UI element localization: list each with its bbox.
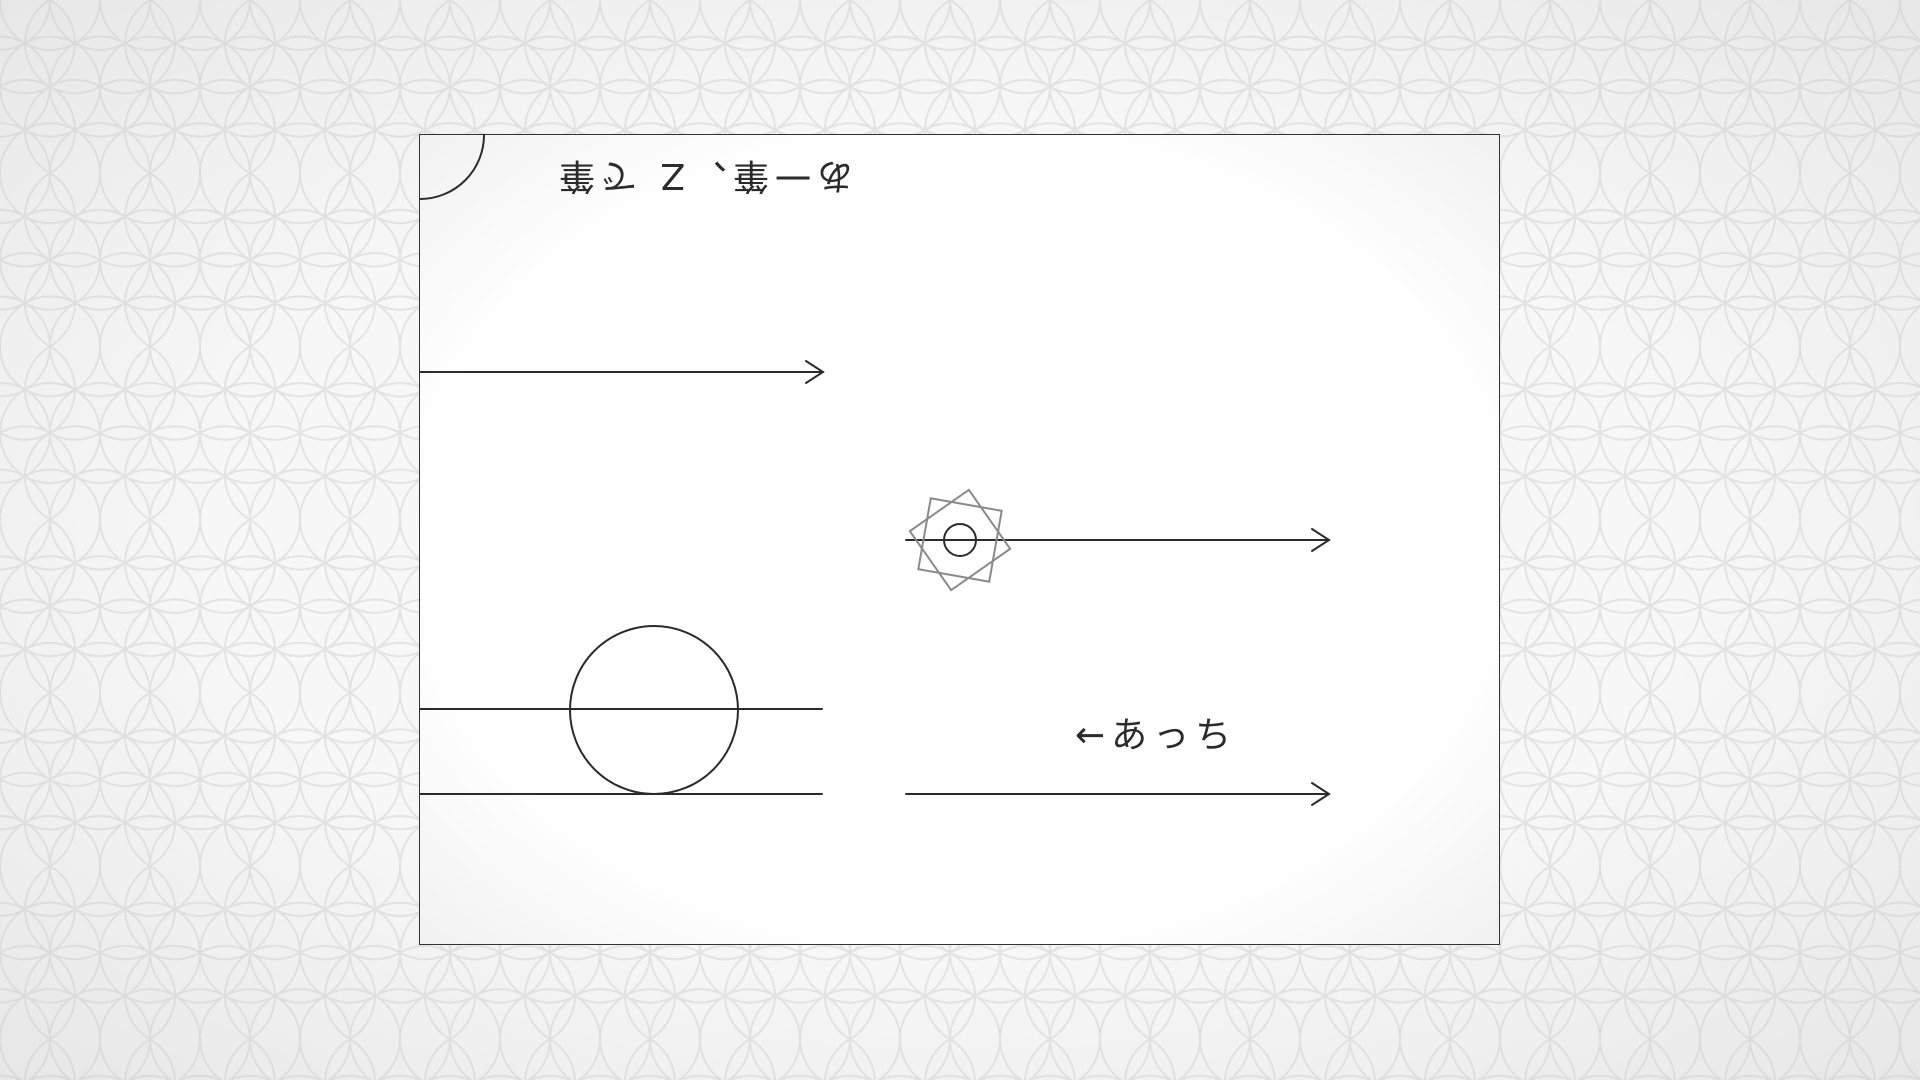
puzzle-canvas[interactable] — [420, 135, 1500, 945]
corner-arc — [420, 135, 485, 200]
middle-arrow — [905, 528, 1331, 552]
hint-text: ←あっち — [1075, 715, 1238, 756]
upper-arrow — [420, 360, 825, 384]
rotated-squares-ring-icon[interactable] — [908, 488, 1012, 592]
puzzle-board[interactable]: あ一筆、Z で筆 ←あっち — [419, 134, 1500, 945]
flipped-riddle-text: あ一筆、Z で筆 — [553, 155, 854, 196]
circle-icon[interactable] — [569, 625, 739, 795]
lower-arrow — [905, 782, 1331, 806]
